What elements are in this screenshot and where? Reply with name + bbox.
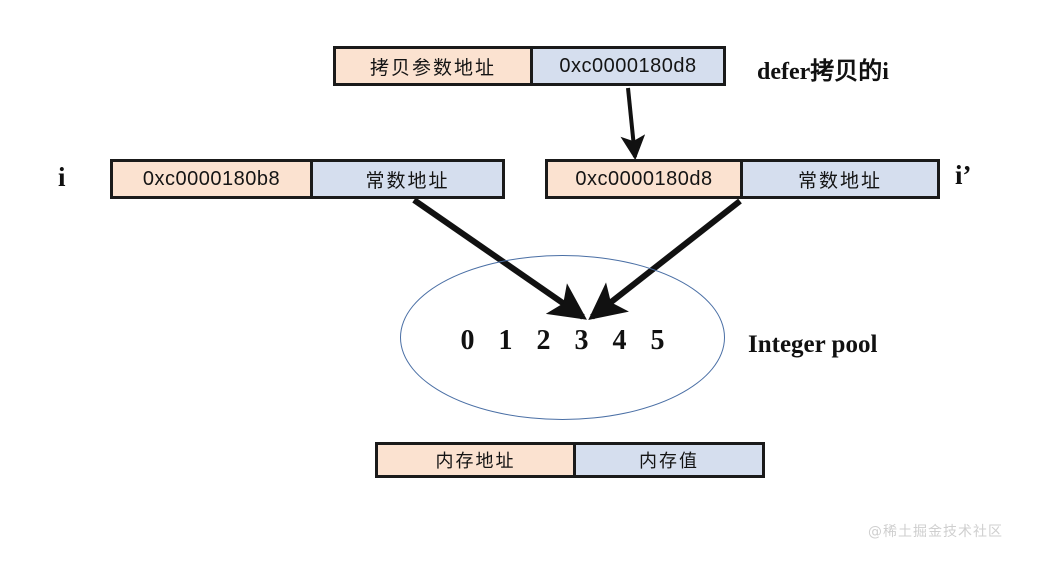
i-prime-address-label: 0xc0000180d8 xyxy=(548,162,741,196)
legend-box: 内存地址 内存值 xyxy=(375,442,765,478)
variable-i-prime-label: i’ xyxy=(955,160,972,190)
integer-pool-numbers: 0 1 2 3 4 5 xyxy=(400,325,725,357)
copy-param-box: 拷贝参数地址 0xc0000180d8 xyxy=(333,46,726,86)
integer-pool-label: Integer pool xyxy=(748,331,878,358)
i-prime-memory-box: 0xc0000180d8 常数地址 xyxy=(545,159,940,199)
pool-number: 0 xyxy=(460,325,475,356)
i-prime-value-label: 常数地址 xyxy=(740,162,937,196)
legend-address-label: 内存地址 xyxy=(378,445,573,475)
pool-number: 1 xyxy=(498,325,513,356)
i-address-label: 0xc0000180b8 xyxy=(113,162,310,196)
watermark: @稀土掘金技术社区 xyxy=(868,524,1003,540)
arrow-copy-param-to-i-prime xyxy=(620,87,646,161)
pool-number: 4 xyxy=(612,325,627,356)
copy-param-address-label: 拷贝参数地址 xyxy=(336,49,530,83)
copy-param-value-label: 0xc0000180d8 xyxy=(529,49,723,83)
defer-copy-text: defer拷贝的i xyxy=(757,59,889,85)
legend-value-label: 内存值 xyxy=(572,445,762,475)
i-value-label: 常数地址 xyxy=(309,162,502,196)
variable-i-label: i xyxy=(58,162,66,192)
pool-number: 5 xyxy=(650,325,665,356)
i-memory-box: 0xc0000180b8 常数地址 xyxy=(110,159,505,199)
pool-number: 3 xyxy=(574,325,589,356)
defer-copy-label: defer拷贝的i xyxy=(757,51,889,86)
pool-number: 2 xyxy=(536,325,551,356)
integer-pool-ellipse xyxy=(400,255,725,420)
